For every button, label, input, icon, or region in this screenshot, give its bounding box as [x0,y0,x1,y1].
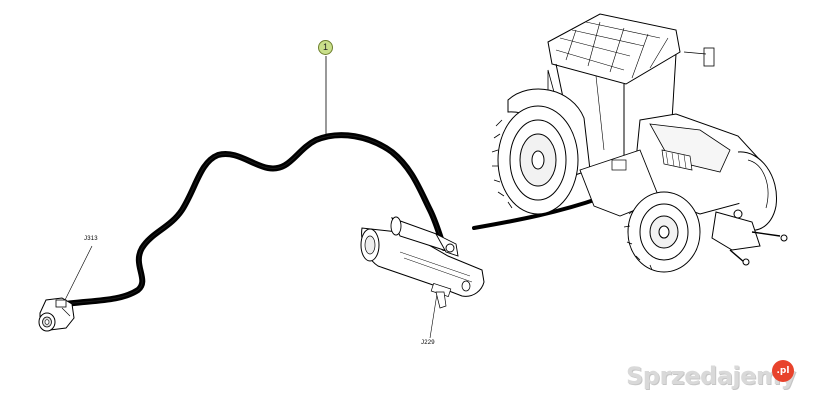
connector-j313[interactable] [38,245,93,332]
starter-motor[interactable] [360,216,485,339]
callout-number-badge[interactable]: 1 [318,40,333,55]
tractor-rear-wheel [491,105,579,215]
tractor-link-line [472,196,602,230]
tractor-far-front-wheel [737,151,778,231]
tractor-front-wheel [623,191,701,273]
connector-j313-label: J313 [84,236,98,242]
connector-j229-label: J229 [421,340,435,346]
tractor-front-linkage [711,209,788,266]
j313-leader-line [61,245,93,307]
tractor-cab-roof [547,13,681,85]
wiring-harness-highlight [57,134,445,306]
tractor[interactable] [491,13,788,273]
tractor-mirror-right [703,47,715,67]
watermark-text: Sprzedajemy [626,362,796,390]
watermark-badge: .pl [772,360,794,382]
wiring-harness[interactable] [55,132,447,308]
